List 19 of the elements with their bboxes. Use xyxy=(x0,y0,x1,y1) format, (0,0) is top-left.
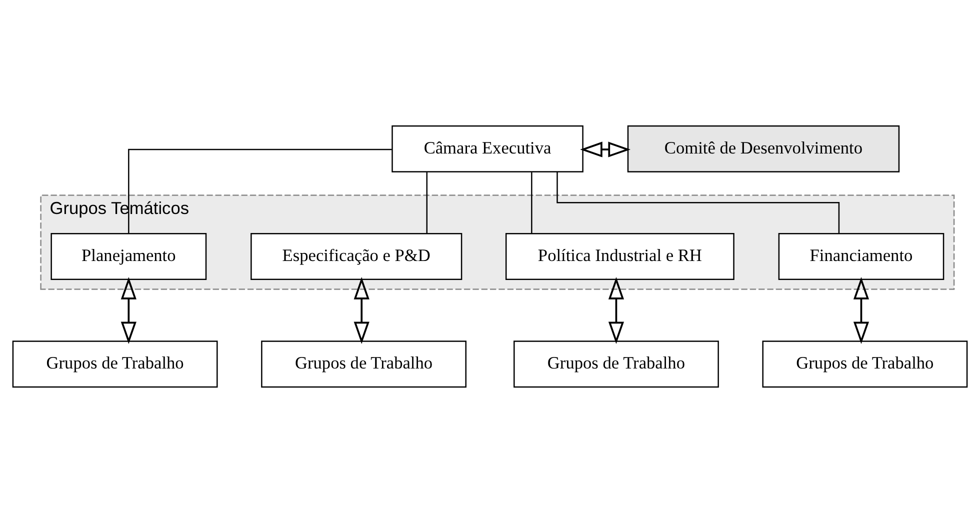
node-box: Câmara Executiva xyxy=(392,125,584,172)
arrow xyxy=(608,277,624,344)
arrow xyxy=(853,277,870,344)
node-box: Grupos de Trabalho xyxy=(261,340,466,388)
arrow xyxy=(120,277,136,344)
arrow xyxy=(580,142,631,158)
node-box: Grupos de Trabalho xyxy=(762,340,968,388)
node-box: Grupos de Trabalho xyxy=(514,340,719,388)
node-box: Grupos de Trabalho xyxy=(12,340,218,388)
connector xyxy=(556,172,840,234)
connector xyxy=(128,148,392,234)
node-box: Especificação e P&D xyxy=(250,232,462,280)
connector xyxy=(426,172,428,234)
node-box: Política Industrial e RH xyxy=(505,232,734,280)
node-box: Planejamento xyxy=(50,232,207,280)
node-box: Comitê de Desenvolvimento xyxy=(627,125,900,172)
connector xyxy=(531,172,532,234)
node-box: Financiamento xyxy=(778,232,944,280)
arrow xyxy=(354,277,370,344)
